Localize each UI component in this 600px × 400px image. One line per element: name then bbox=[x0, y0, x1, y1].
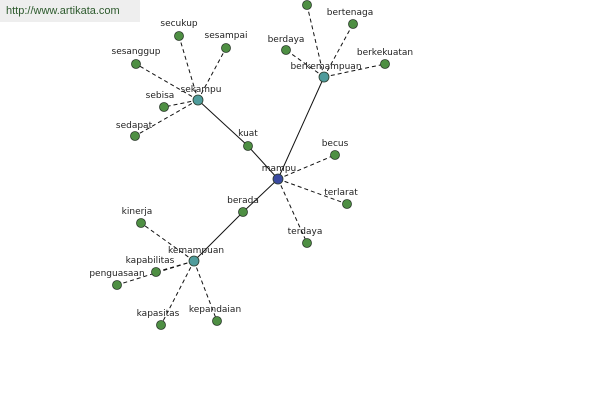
node-berkekuatan[interactable] bbox=[380, 59, 390, 69]
node-secukup[interactable] bbox=[174, 31, 184, 41]
node-sebisa[interactable] bbox=[159, 102, 169, 112]
edge-mampu-becus bbox=[277, 154, 336, 180]
node-kapasitas[interactable] bbox=[156, 320, 166, 330]
edge-berkemampuan-bertenaga bbox=[323, 23, 354, 78]
edge-mampu-berkemampuan bbox=[277, 76, 325, 180]
node-sekampu[interactable] bbox=[192, 94, 204, 106]
label-sebisa: sebisa bbox=[146, 91, 175, 101]
node-sedapat[interactable] bbox=[130, 131, 140, 141]
label-berkekuatan: berkekuatan bbox=[357, 48, 413, 58]
label-bertenaga: bertenaga bbox=[327, 8, 373, 18]
edge-sekampu-sedapat bbox=[134, 99, 199, 137]
label-penguasaan: penguasaan bbox=[89, 269, 144, 279]
edge-mampu-terdaya bbox=[277, 178, 308, 244]
node-berkemampuan[interactable] bbox=[318, 71, 330, 83]
edge-mampu-terlarat bbox=[277, 178, 348, 205]
edge-berkemampuan-berdaya bbox=[285, 49, 325, 78]
label-kemampuan: kemampuan bbox=[168, 246, 224, 256]
label-kuat: kuat bbox=[238, 129, 258, 139]
edge-kemampuan-kapasitas bbox=[160, 260, 195, 326]
node-top[interactable] bbox=[302, 0, 312, 10]
node-sesampai[interactable] bbox=[221, 43, 231, 53]
watermark-banner: http://www.artikata.com bbox=[0, 0, 140, 22]
label-terlarat: terlarat bbox=[324, 188, 358, 198]
label-sesampai: sesampai bbox=[205, 31, 248, 41]
edge-sekampu-sesampai bbox=[197, 47, 227, 101]
node-terdaya[interactable] bbox=[302, 238, 312, 248]
node-mampu[interactable] bbox=[272, 173, 284, 185]
node-becus[interactable] bbox=[330, 150, 340, 160]
node-kemampuan[interactable] bbox=[188, 255, 200, 267]
label-layer: mampu sekampu berkemampuan kemampuan kuat ber… bbox=[89, 8, 413, 319]
edge-berada-kemampuan bbox=[193, 211, 244, 262]
label-mampu: mampu bbox=[262, 164, 296, 174]
label-kepandaian: kepandaian bbox=[189, 305, 241, 315]
label-berada: berada bbox=[227, 196, 259, 206]
label-berkemampuan: berkemampuan bbox=[290, 62, 361, 72]
node-layer bbox=[112, 0, 390, 330]
node-kuat[interactable] bbox=[243, 141, 253, 151]
edge-mampu-kuat bbox=[247, 145, 279, 180]
label-sedapat: sedapat bbox=[116, 121, 153, 131]
edge-berkemampuan-berkekuatan bbox=[323, 63, 386, 78]
edge-berkemampuan-top bbox=[306, 4, 325, 78]
label-sekampu: sekampu bbox=[181, 85, 222, 95]
edge-mampu-berada bbox=[242, 178, 279, 213]
label-sesanggup: sesanggup bbox=[112, 47, 161, 57]
edge-sekampu-sesanggup bbox=[135, 63, 199, 101]
label-kinerja: kinerja bbox=[122, 207, 153, 217]
label-berdaya: berdaya bbox=[268, 35, 305, 45]
node-bertenaga[interactable] bbox=[348, 19, 358, 29]
node-kapabilitas[interactable] bbox=[151, 267, 161, 277]
edge-kemampuan-kinerja bbox=[140, 222, 195, 262]
label-becus: becus bbox=[322, 139, 349, 149]
node-kinerja[interactable] bbox=[136, 218, 146, 228]
label-terdaya: terdaya bbox=[288, 227, 323, 237]
edge-layer bbox=[116, 4, 386, 326]
edge-sekampu-sebisa bbox=[163, 99, 199, 108]
edge-kemampuan-kepandaian bbox=[193, 260, 218, 322]
node-terlarat[interactable] bbox=[342, 199, 352, 209]
node-sesanggup[interactable] bbox=[131, 59, 141, 69]
label-kapabilitas: kapabilitas bbox=[126, 256, 175, 266]
node-berdaya[interactable] bbox=[281, 45, 291, 55]
edge-kuat-sekampu bbox=[197, 99, 249, 147]
label-secukup: secukup bbox=[160, 19, 198, 29]
node-kepandaian[interactable] bbox=[212, 316, 222, 326]
label-kapasitas: kapasitas bbox=[137, 309, 180, 319]
node-penguasaan[interactable] bbox=[112, 280, 122, 290]
node-berada[interactable] bbox=[238, 207, 248, 217]
